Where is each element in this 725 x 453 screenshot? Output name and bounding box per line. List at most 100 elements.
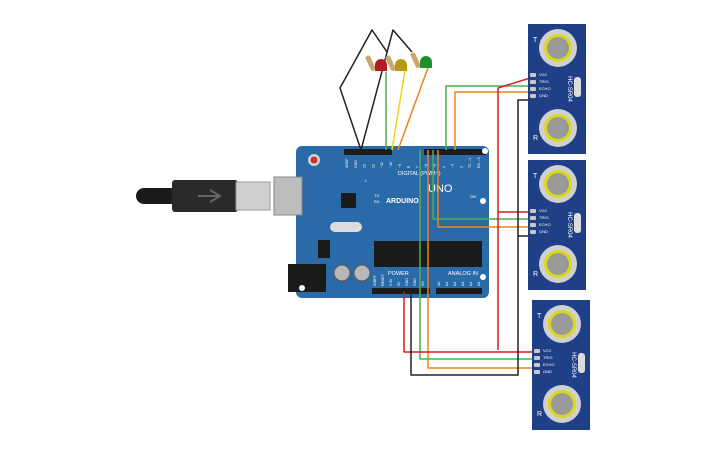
sensor-pin-label: GND — [543, 369, 552, 374]
pin-label: ~9 — [398, 164, 402, 168]
board-model: UNO — [428, 183, 453, 195]
sensor-model: HC-SR04 — [566, 76, 572, 102]
sensor-pin — [534, 349, 540, 353]
wire-black-gnd-1 — [517, 99, 530, 236]
analog-label: ANALOG IN — [448, 271, 478, 277]
wire-green-trig-3 — [419, 150, 533, 360]
pin-label: IOREF — [373, 274, 377, 286]
resistor — [410, 52, 421, 68]
sensor-pin-label: ECHO — [539, 222, 551, 227]
sensor-pin — [530, 87, 536, 91]
led-body — [395, 59, 407, 71]
pin-label: GND — [354, 160, 358, 168]
sensor-pin — [530, 230, 536, 234]
sensor-model: HC-SR04 — [570, 352, 576, 378]
yellow-led — [385, 55, 407, 71]
wire-red-vcc-bus — [497, 77, 531, 350]
pin-label: 13 — [363, 164, 367, 168]
sensor-pin — [534, 370, 540, 374]
sensor-pin-label: GND — [539, 229, 548, 234]
led-body — [375, 59, 387, 71]
pin-label: ~10 — [389, 162, 393, 168]
sensor-pin-label: TRIG — [539, 215, 549, 220]
wires — [339, 29, 533, 376]
sensor-pin-label: VCC — [539, 72, 548, 77]
sensor-pin-label: ECHO — [539, 86, 551, 91]
pin-label: GND — [405, 278, 409, 286]
l-label: L — [365, 178, 368, 183]
pin-label: A3 — [461, 282, 465, 286]
pin-label: 5V — [397, 281, 401, 286]
sensor-pin — [530, 216, 536, 220]
sensor-pin-label: VCC — [539, 208, 548, 213]
pin-label: TX→1 — [468, 158, 472, 168]
pin-label: GND — [413, 278, 417, 286]
pin-label: A4 — [469, 282, 473, 286]
pin-label: A1 — [445, 282, 449, 286]
pin-label: AREF — [345, 158, 349, 168]
crystal — [574, 77, 581, 97]
wire-orange-echo-2 — [437, 150, 530, 228]
crystal — [578, 353, 585, 373]
pin-label: 7 — [415, 166, 419, 168]
sensor-model: HC-SR04 — [566, 212, 572, 238]
power-pin-labels: IOREF RESET 3.3V 5V GND GND Vin — [373, 273, 425, 286]
pin-label: 4 — [442, 166, 446, 168]
hc-sr04-sensor: T R VCC TRIG ECHO GND HC-SR04 — [532, 300, 590, 430]
power-label: POWER — [388, 271, 409, 277]
wire-led-gnd-left — [339, 29, 388, 151]
digital-pin-labels: AREF GND 13 12 ~11 ~10 ~9 8 7 ~6 ~5 4 ~3 2 TX→1 RX←0 — [345, 157, 481, 168]
board-brand: ARDUINO — [386, 198, 419, 205]
sensor-pin — [530, 73, 536, 77]
arduino-board: ARDUINO UNO DIGITAL (PWM~) POWER ANALOG … — [273, 146, 489, 298]
wire-yellow-led-yellow — [391, 63, 407, 151]
green-led — [410, 52, 432, 68]
sensor-pin — [530, 223, 536, 227]
sensor-pin-label: ECHO — [543, 362, 555, 367]
pin-label: 3.3V — [389, 278, 393, 286]
sensor-pin — [530, 94, 536, 98]
sensor-t-label: T — [533, 173, 538, 180]
crystal — [574, 213, 581, 233]
sensor-pin-label: VCC — [543, 348, 552, 353]
sensor-pin — [534, 356, 540, 360]
sensor-pin — [530, 80, 536, 84]
sensor-pin-label: TRIG — [543, 355, 553, 360]
wire-led-gnd-right — [360, 29, 413, 151]
tx-label: TX — [374, 193, 379, 198]
pin-label: ~3 — [451, 164, 455, 168]
sensor-r-label: R — [537, 411, 542, 418]
pin-label: ~6 — [424, 164, 428, 168]
pin-label: 12 — [371, 164, 375, 168]
resistor — [385, 55, 396, 71]
pin-label: ~11 — [380, 162, 384, 168]
pin-label: ~5 — [433, 164, 437, 168]
sensor-pin — [534, 363, 540, 367]
wire-black-gnd — [410, 292, 519, 376]
sensor-t-label: T — [537, 313, 542, 320]
wire-orange-echo-1 — [454, 91, 530, 150]
rx-label: RX — [374, 199, 380, 204]
sensor-pin-label: TRIG — [539, 79, 549, 84]
sensor-t-label: T — [533, 37, 538, 44]
pin-label: Vin — [421, 281, 425, 286]
pin-label: 2 — [459, 166, 463, 168]
pin-label: RESET — [381, 273, 385, 286]
red-led — [365, 55, 387, 71]
pin-label: A5 — [477, 282, 481, 286]
usb-cable — [136, 180, 271, 212]
wire-red-5v — [403, 292, 533, 353]
pin-label: A0 — [437, 282, 441, 286]
pin-label: A2 — [453, 282, 457, 286]
sensor-pin-label: GND — [539, 93, 548, 98]
on-label: ON — [470, 194, 476, 199]
sensor-pin — [530, 209, 536, 213]
pin-label: 8 — [407, 166, 411, 168]
sensor-r-label: R — [533, 271, 538, 278]
pin-label: RX←0 — [477, 157, 481, 168]
resistor — [365, 55, 376, 71]
analog-pin-labels: A0 A1 A2 A3 A4 A5 — [437, 282, 481, 286]
